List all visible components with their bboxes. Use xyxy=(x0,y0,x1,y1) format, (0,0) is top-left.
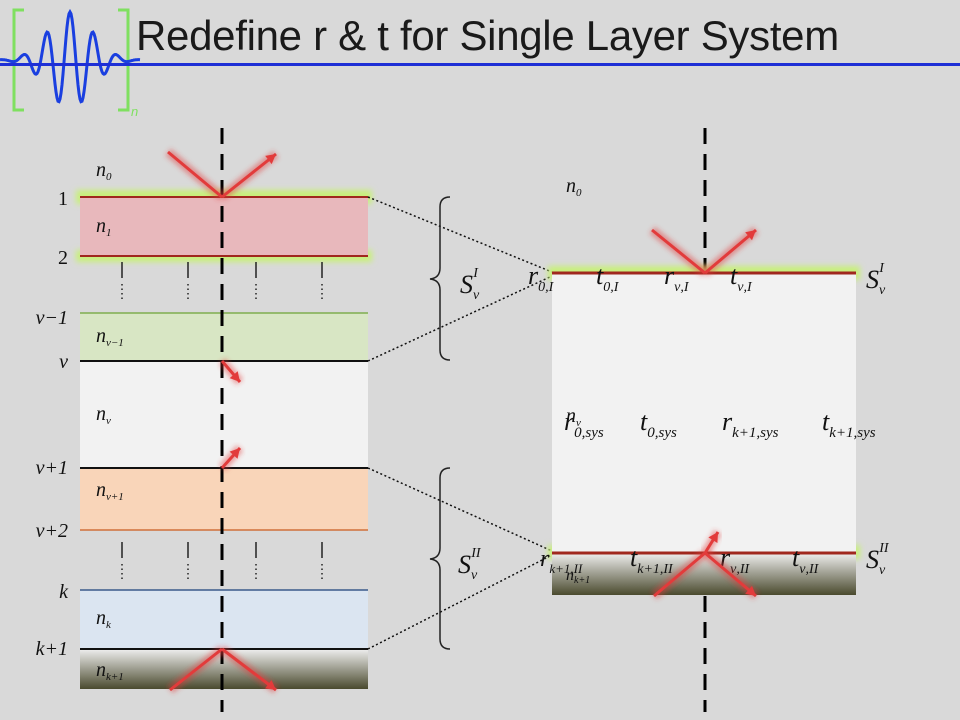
label-tv-I: tν,I xyxy=(730,261,753,295)
ray-incident-top-right xyxy=(649,226,708,277)
label-tk1-II: tk+1,II xyxy=(630,543,674,577)
ellipsis-marks-lower xyxy=(121,542,323,580)
label-nv: nν xyxy=(96,403,111,427)
label-rk1-II: rk+1,II xyxy=(540,546,583,576)
layer-nk xyxy=(80,590,368,649)
label-n0: n0 xyxy=(96,159,112,183)
ray-incident-bottom-right xyxy=(651,549,708,600)
interface-label-v-plus1: ν+1 xyxy=(36,457,68,479)
ellipsis-marks-upper xyxy=(121,262,323,300)
label-t0-sys: t0,sys xyxy=(640,407,677,441)
brace-upper-label: SνI xyxy=(460,266,480,303)
left-layer-stack: n0 n1 nν−1 nν nν+1 nk nk+1 1 2 ν−1 ν ν+1… xyxy=(36,159,372,689)
label-nk1-bottom: nk+1 xyxy=(566,567,590,586)
layer-nv-plus1 xyxy=(80,468,368,530)
interface-label-2: 2 xyxy=(58,247,68,269)
label-nv-minus1: nν−1 xyxy=(96,325,124,349)
label-tk1-sys: tk+1,sys xyxy=(822,407,876,441)
ray-reflected-bottom-right xyxy=(702,549,759,600)
interface-labels: 1 2 ν−1 ν ν+1 ν+2 k k+1 xyxy=(36,188,69,660)
layer-nv xyxy=(80,362,368,467)
title-divider xyxy=(0,63,960,66)
label-n1: n1 xyxy=(96,215,112,239)
label-S-II: SνII xyxy=(866,541,890,578)
ray-small-v1-left xyxy=(218,444,244,472)
label-r0-sys: r0,sys xyxy=(564,407,604,441)
label-tv-II: tν,II xyxy=(792,543,820,577)
label-r0-I: r0,I xyxy=(528,261,555,295)
label-rv-I: rν,I xyxy=(664,261,690,295)
label-S-I: SνI xyxy=(866,261,886,298)
brace-lower xyxy=(429,467,451,650)
right-layer-nv xyxy=(552,274,856,552)
brace-lower-label: SνII xyxy=(458,546,482,583)
layer-n1 xyxy=(80,197,368,257)
interface-label-v-plus2: ν+2 xyxy=(36,520,68,542)
label-nk-plus1: nk+1 xyxy=(96,659,124,683)
ray-incident-top-left xyxy=(165,148,225,201)
interface-label-v: ν xyxy=(59,351,68,373)
right-equivalent-system: n0 r0,I t0,I rν,I tν,I SνI nν r0,sys t0,… xyxy=(528,175,890,595)
page-title: Redefine r & t for Single Layer System xyxy=(136,12,839,59)
right-substrate xyxy=(552,553,856,595)
ray-incident-bottom-left xyxy=(167,645,225,694)
brace-upper xyxy=(429,196,451,361)
interface-label-k: k xyxy=(59,581,69,603)
wave-logo-icon: n xyxy=(0,8,141,119)
label-nk: nk xyxy=(96,607,112,631)
ray-small-bottom-right xyxy=(701,529,722,556)
label-t0-I: t0,I xyxy=(596,261,620,295)
label-nv-plus1: nν+1 xyxy=(96,479,124,503)
label-rk1-sys: rk+1,sys xyxy=(722,407,779,441)
right-label-n0: n0 xyxy=(566,175,582,199)
ray-arrows xyxy=(165,148,759,694)
ray-reflected-top-right xyxy=(702,226,759,277)
layer-nv-minus1 xyxy=(80,313,368,361)
logo-subscript: n xyxy=(131,104,138,119)
interface-label-k-plus1: k+1 xyxy=(36,638,68,660)
projection-lines xyxy=(367,196,553,650)
interface-label-1: 1 xyxy=(58,188,68,210)
ray-reflected-top-left xyxy=(219,150,279,201)
ray-small-v-left xyxy=(218,358,244,385)
right-label-nv: nν xyxy=(566,405,581,429)
ray-reflected-bottom-left xyxy=(219,645,279,694)
interface-label-v-minus1: ν−1 xyxy=(36,307,68,329)
